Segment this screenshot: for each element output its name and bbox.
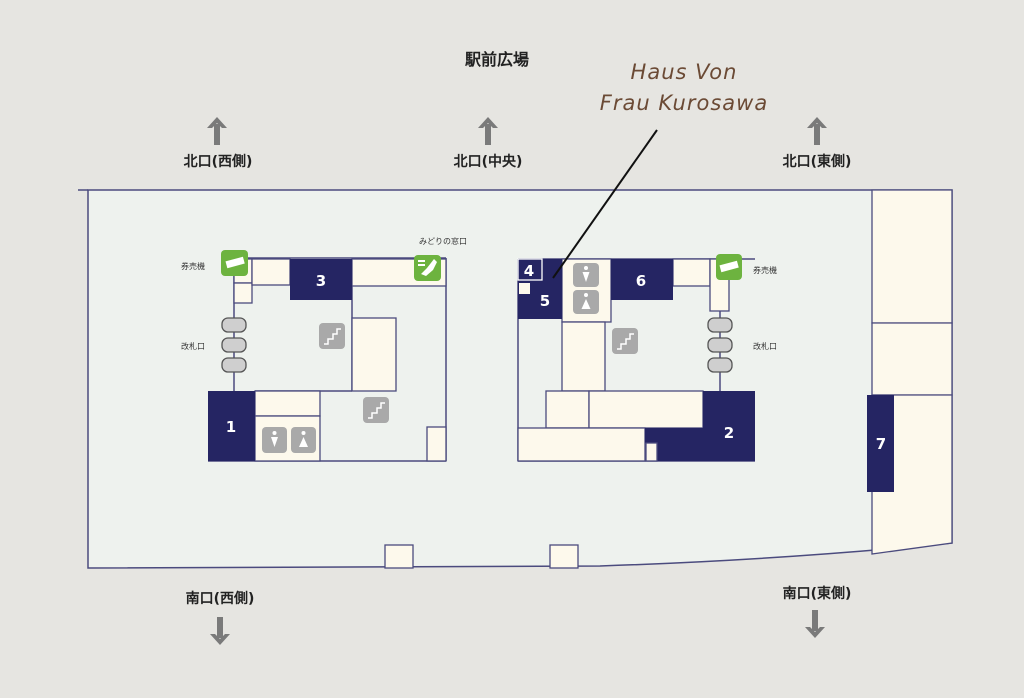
store-2[interactable] xyxy=(645,391,755,461)
stairs-icon xyxy=(612,328,638,354)
arrow-down-icon xyxy=(805,610,825,638)
female-toilet-icon xyxy=(291,427,316,453)
exit-booth xyxy=(384,544,414,569)
store-number: 2 xyxy=(724,424,734,442)
ticket-gates-left xyxy=(221,317,247,373)
annotation-line-2: Frau Kurosawa xyxy=(600,91,768,115)
ticket-machine-label: 券売機 xyxy=(753,265,777,275)
male-toilet-icon xyxy=(573,263,599,287)
store-number: 4 xyxy=(524,262,534,280)
annex-shop xyxy=(871,322,953,396)
male-toilet-icon xyxy=(262,427,287,453)
ticket-gate-label: 改札口 xyxy=(753,341,777,351)
exit-north-east-label: 北口(東側) xyxy=(783,153,852,170)
store-7[interactable] xyxy=(867,395,894,492)
ticket-machine-label: 券売機 xyxy=(181,261,205,271)
stairs-icon xyxy=(363,397,389,423)
arrow-up-icon xyxy=(207,117,227,145)
exit-north-center-label: 北口(中央) xyxy=(454,153,523,170)
arrow-up-icon xyxy=(478,117,498,145)
store-3[interactable] xyxy=(290,259,352,300)
arrow-up-icon xyxy=(807,117,827,145)
store-number: 6 xyxy=(636,272,646,290)
annotation-line-1: Haus Von xyxy=(631,60,738,84)
ticket-machine-icon xyxy=(221,250,248,276)
store-number: 3 xyxy=(316,272,326,290)
stairs-icon xyxy=(319,323,345,349)
arrow-down-icon xyxy=(210,617,230,645)
exit-north-west-label: 北口(西側) xyxy=(184,153,253,170)
station-plaza-title: 駅前広場 xyxy=(464,50,529,69)
annotation-pointer xyxy=(552,129,658,279)
store-1[interactable] xyxy=(208,391,255,461)
ticket-gates-right xyxy=(707,317,733,373)
store-number: 7 xyxy=(876,435,886,453)
store-number: 1 xyxy=(226,418,236,436)
ticket-gate-label: 改札口 xyxy=(181,341,205,351)
exit-south-east-label: 南口(東側) xyxy=(783,585,852,602)
midori-window-label: みどりの窓口 xyxy=(419,236,467,246)
female-toilet-icon xyxy=(573,290,599,314)
store-number: 5 xyxy=(540,292,550,310)
midori-window-icon xyxy=(414,255,441,281)
store-6[interactable] xyxy=(611,259,673,300)
station-floor xyxy=(87,189,953,569)
exit-booth xyxy=(549,544,579,569)
store-4[interactable] xyxy=(517,258,543,281)
exit-south-west-label: 南口(西側) xyxy=(186,590,255,607)
annex-shop xyxy=(871,189,953,324)
ticket-machine-icon xyxy=(716,254,742,280)
